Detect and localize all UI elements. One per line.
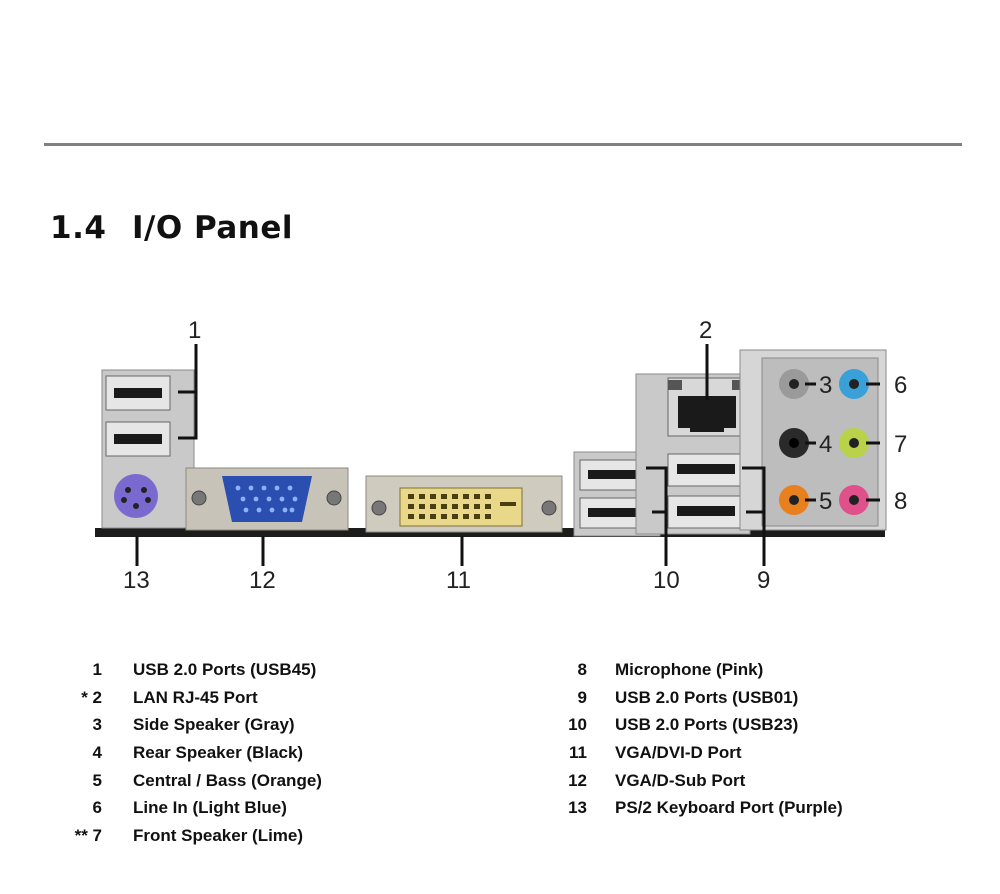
callout-7: 7 — [894, 431, 907, 458]
section-title: I/O Panel — [132, 210, 294, 246]
section-number: 1.4 — [50, 210, 107, 246]
legend-item: 9 USB 2.0 Ports (USB01) — [540, 684, 843, 712]
legend-number: ** 7 — [74, 825, 102, 845]
legend-item: 12 VGA/D-Sub Port — [540, 767, 843, 795]
legend-item: 5 Central / Bass (Orange) — [60, 767, 322, 795]
vga-dsub-port — [185, 467, 349, 531]
callout-9: 9 — [757, 567, 770, 594]
legend-right-column: 8 Microphone (Pink) 9 USB 2.0 Ports (USB01… — [540, 656, 843, 822]
legend-text: Microphone (Pink) — [615, 659, 764, 679]
legend-text: Side Speaker (Gray) — [133, 715, 295, 735]
legend-text: PS/2 Keyboard Port (Purple) — [615, 798, 843, 818]
ps2-keyboard-port — [114, 474, 158, 518]
legend-number: 1 — [92, 659, 102, 679]
callout-12: 12 — [249, 567, 276, 594]
legend-left-column: 1 USB 2.0 Ports (USB45) * 2 LAN RJ-45 Port… — [60, 656, 322, 850]
legend-item: 3 Side Speaker (Gray) — [60, 711, 322, 739]
legend-item: 4 Rear Speaker (Black) — [60, 739, 322, 767]
legend-text: VGA/DVI-D Port — [615, 742, 742, 762]
legend-number: * 2 — [81, 687, 102, 707]
legend-number: 11 — [569, 742, 587, 762]
legend-item: * 2 LAN RJ-45 Port — [60, 684, 322, 712]
callout-6: 6 — [894, 372, 907, 399]
callout-1: 1 — [188, 317, 201, 344]
callout-2: 2 — [699, 317, 712, 344]
legend-text: LAN RJ-45 Port — [133, 687, 258, 707]
legend-number: 10 — [568, 715, 587, 735]
legend-text: Rear Speaker (Black) — [133, 742, 304, 762]
legend-text: VGA/D-Sub Port — [615, 770, 746, 790]
callout-13: 13 — [123, 567, 150, 594]
io-panel-svg: 1 2 3 4 5 6 7 8 9 10 11 12 13 — [95, 317, 907, 594]
lan-usb01-block — [635, 373, 751, 535]
header-rule — [44, 143, 962, 146]
legend-item: 8 Microphone (Pink) — [540, 656, 843, 684]
legend-number: 8 — [577, 659, 587, 679]
legend-item: 6 Line In (Light Blue) — [60, 794, 322, 822]
callout-4: 4 — [819, 431, 832, 458]
legend-item: 10 USB 2.0 Ports (USB23) — [540, 711, 843, 739]
vga-dvid-port — [365, 475, 563, 533]
legend-text: Front Speaker (Lime) — [133, 825, 304, 845]
legend-text: Line In (Light Blue) — [133, 798, 287, 818]
legend-item: 1 USB 2.0 Ports (USB45) — [60, 656, 322, 684]
legend-item: 13 PS/2 Keyboard Port (Purple) — [540, 794, 843, 822]
legend-item: 11 VGA/DVI-D Port — [540, 739, 843, 767]
legend-number: 6 — [92, 798, 102, 818]
audio-jack-panel — [739, 349, 887, 531]
callout-3: 3 — [819, 372, 832, 399]
legend-number: 5 — [92, 770, 102, 790]
legend-text: USB 2.0 Ports (USB23) — [615, 715, 799, 735]
legend-number: 3 — [92, 715, 102, 735]
callout-leaders — [135, 344, 880, 566]
io-panel-diagram: 1 2 3 4 5 6 7 8 9 10 11 12 13 — [0, 300, 1000, 620]
callout-10: 10 — [653, 567, 680, 594]
section-heading: 1.4 I/O Panel — [50, 210, 293, 246]
legend-text: Central / Bass (Orange) — [133, 770, 322, 790]
legend-number: 9 — [577, 687, 587, 707]
callout-11: 11 — [446, 567, 471, 594]
legend-text: USB 2.0 Ports (USB45) — [133, 659, 317, 679]
legend-number: 12 — [568, 770, 587, 790]
legend-item: ** 7 Front Speaker (Lime) — [60, 822, 322, 850]
callout-8: 8 — [894, 488, 907, 515]
legend-text: USB 2.0 Ports (USB01) — [615, 687, 799, 707]
usb45-ps2-block — [101, 369, 195, 529]
legend-number: 4 — [92, 742, 102, 762]
legend-number: 13 — [568, 798, 587, 818]
callout-5: 5 — [819, 488, 832, 515]
